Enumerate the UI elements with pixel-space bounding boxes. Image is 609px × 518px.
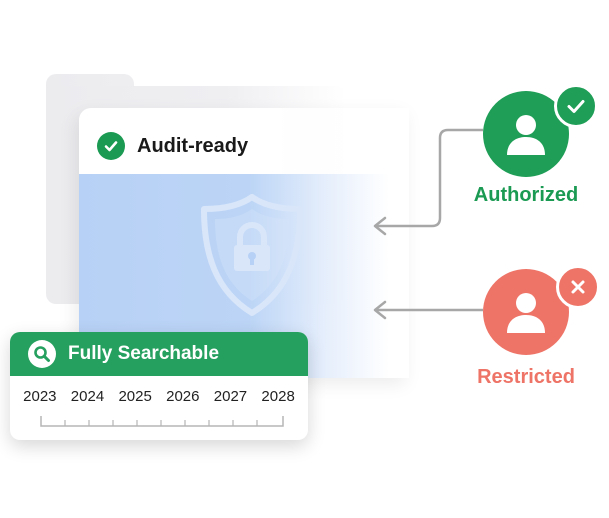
timeline-years: 2023 2024 2025 2026 2027 2028 — [10, 388, 308, 405]
user-icon — [507, 293, 545, 333]
check-circle-icon — [97, 132, 125, 160]
restricted-x-badge-icon — [556, 265, 600, 309]
user-icon — [507, 115, 545, 155]
searchable-header: Fully Searchable — [10, 332, 308, 376]
year-label: 2026 — [166, 388, 200, 405]
year-label: 2024 — [70, 388, 105, 405]
timeline-ruler — [40, 416, 284, 427]
restricted-user-avatar — [483, 269, 569, 355]
document-header: Audit-ready — [79, 118, 389, 174]
authorized-check-badge-icon — [554, 84, 598, 128]
year-label: 2028 — [261, 388, 295, 405]
year-label: 2023 — [23, 388, 57, 405]
searchable-timeline-card: Fully Searchable 2023 2024 2025 2026 202… — [10, 332, 308, 440]
document-status-title: Audit-ready — [137, 134, 249, 157]
year-label: 2025 — [118, 388, 152, 405]
searchable-label: Fully Searchable — [68, 343, 220, 364]
search-icon — [28, 340, 56, 368]
year-label: 2027 — [213, 388, 248, 405]
authorized-label: Authorized — [473, 184, 579, 206]
shield-lock-icon — [200, 193, 304, 322]
restricted-label: Restricted — [477, 366, 575, 388]
